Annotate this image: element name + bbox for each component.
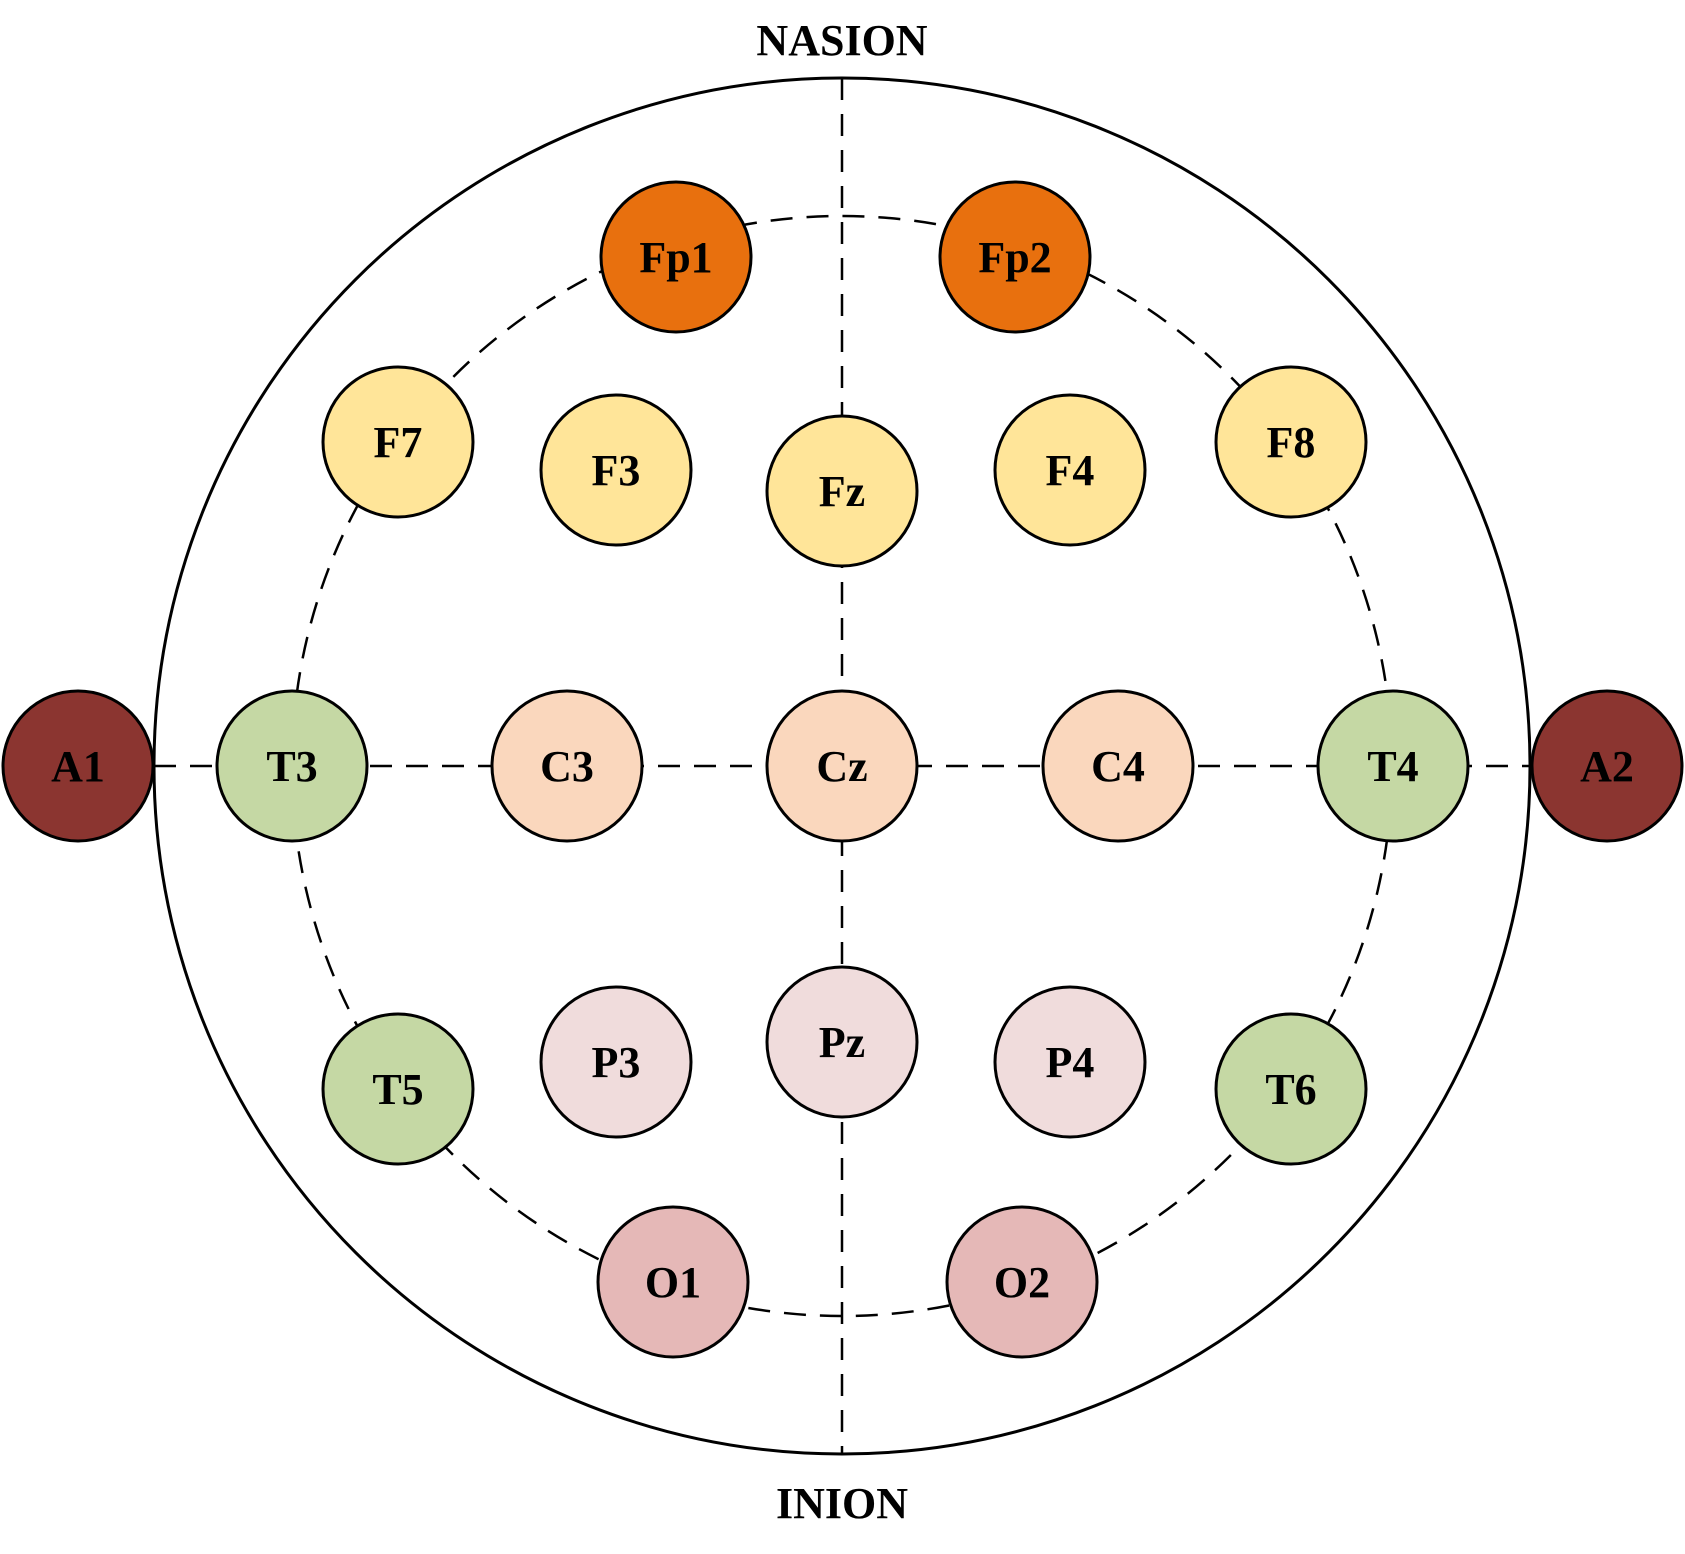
electrode-p4: P4: [993, 985, 1147, 1139]
electrode-p3-label: P3: [592, 1038, 641, 1087]
electrode-f8-circle: [1214, 365, 1368, 519]
electrode-pz: Pz: [765, 965, 919, 1119]
electrode-p4-label: P4: [1046, 1038, 1095, 1087]
electrode-fp2-label: Fp2: [978, 233, 1051, 282]
electrode-t3-label: T3: [266, 742, 317, 791]
electrode-f7: F7: [321, 365, 475, 519]
electrode-fp2: Fp2: [938, 180, 1092, 334]
electrode-pz-label: Pz: [819, 1018, 865, 1067]
electrode-a2-label: A2: [1580, 742, 1634, 791]
electrode-f4-label: F4: [1046, 446, 1095, 495]
electrode-cz: Cz: [765, 689, 919, 843]
electrode-a1: A1: [1, 689, 155, 843]
electrode-f3-circle: [539, 393, 693, 547]
electrode-f3: F3: [539, 393, 693, 547]
electrode-t4: T4: [1316, 689, 1470, 843]
electrode-t6-circle: [1214, 1012, 1368, 1166]
electrode-cz-label: Cz: [816, 742, 867, 791]
electrode-c4-circle: [1041, 689, 1195, 843]
electrode-o1: O1: [596, 1205, 750, 1359]
electrode-f3-label: F3: [592, 446, 641, 495]
electrode-t4-circle: [1316, 689, 1470, 843]
electrode-t6-label: T6: [1265, 1065, 1316, 1114]
electrode-c3-circle: [490, 689, 644, 843]
electrode-t4-label: T4: [1367, 742, 1418, 791]
electrode-fp1-label: Fp1: [639, 233, 712, 282]
electrode-fz-circle: [765, 414, 919, 568]
electrode-p3: P3: [539, 985, 693, 1139]
electrode-fp2-circle: [938, 180, 1092, 334]
electrode-t5-label: T5: [372, 1065, 423, 1114]
electrode-f4: F4: [993, 393, 1147, 547]
electrode-f8-label: F8: [1267, 418, 1316, 467]
electrode-a1-circle: [1, 689, 155, 843]
electrode-pz-circle: [765, 965, 919, 1119]
electrode-cz-circle: [765, 689, 919, 843]
electrode-t5-circle: [321, 1012, 475, 1166]
electrode-t6: T6: [1214, 1012, 1368, 1166]
electrode-fp1: Fp1: [599, 180, 753, 334]
electrode-c3-label: C3: [540, 742, 594, 791]
electrode-c3: C3: [490, 689, 644, 843]
electrode-fz-label: Fz: [819, 467, 865, 516]
electrode-f7-circle: [321, 365, 475, 519]
electrode-p3-circle: [539, 985, 693, 1139]
electrode-o2-label: O2: [994, 1258, 1050, 1307]
electrode-t3: T3: [215, 689, 369, 843]
electrode-p4-circle: [993, 985, 1147, 1139]
nasion-label: NASION: [756, 16, 927, 65]
electrode-o1-circle: [596, 1205, 750, 1359]
electrode-o1-label: O1: [645, 1258, 701, 1307]
electrode-o2: O2: [945, 1205, 1099, 1359]
electrode-f7-label: F7: [374, 418, 423, 467]
electrode-o2-circle: [945, 1205, 1099, 1359]
electrode-fz: Fz: [765, 414, 919, 568]
electrode-c4-label: C4: [1091, 742, 1145, 791]
electrode-fp1-circle: [599, 180, 753, 334]
electrode-f4-circle: [993, 393, 1147, 547]
electrode-t5: T5: [321, 1012, 475, 1166]
electrode-a2-circle: [1530, 689, 1684, 843]
electrode-c4: C4: [1041, 689, 1195, 843]
electrode-a2: A2: [1530, 689, 1684, 843]
electrode-f8: F8: [1214, 365, 1368, 519]
electrode-a1-label: A1: [51, 742, 105, 791]
electrode-t3-circle: [215, 689, 369, 843]
inion-label: INION: [776, 1479, 908, 1528]
